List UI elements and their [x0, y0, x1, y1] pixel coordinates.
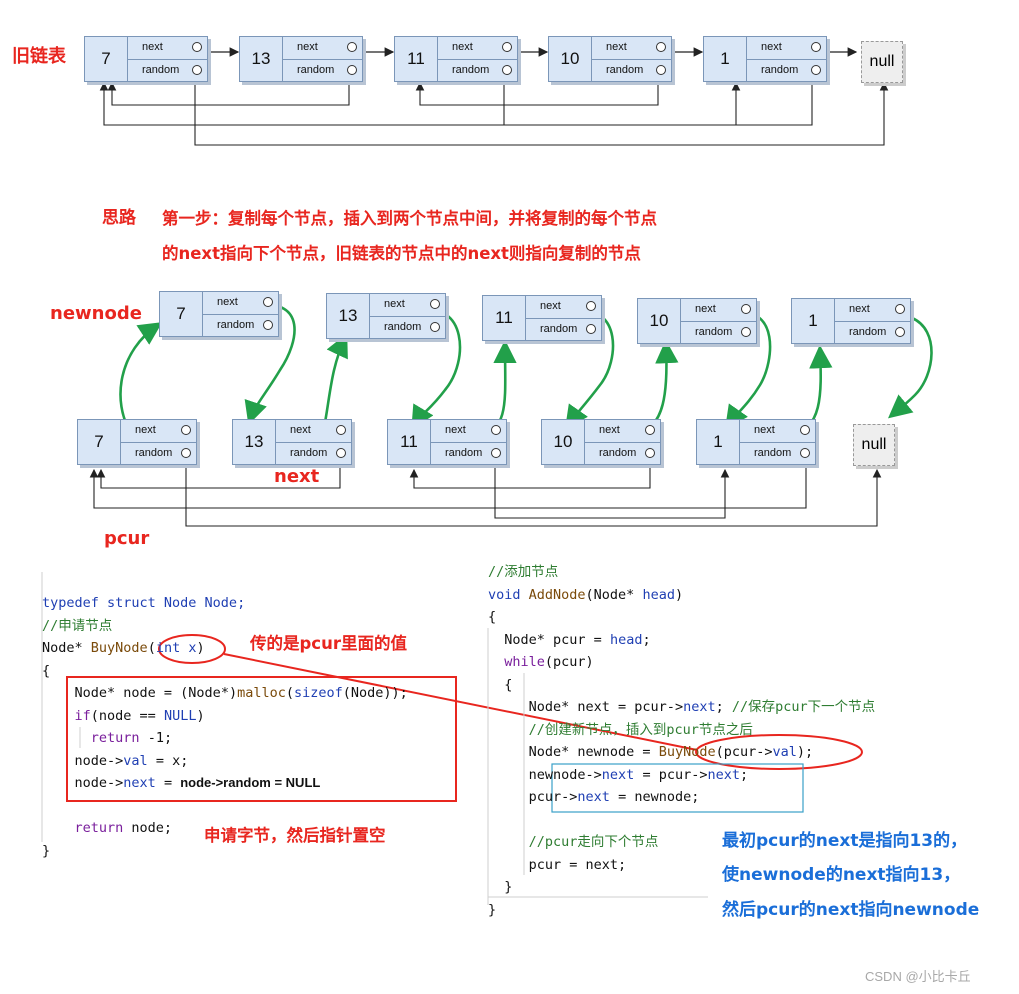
node-value: 13 — [233, 420, 276, 464]
newnode-label: newnode — [50, 303, 142, 324]
watermark: CSDN @小比卡丘 — [865, 969, 971, 984]
random-field: random — [431, 441, 506, 465]
node-value: 7 — [85, 37, 128, 81]
node-value: 7 — [78, 420, 121, 464]
copy-list-random-arrows — [89, 464, 882, 527]
next-field: next — [283, 37, 362, 59]
node-value: 10 — [638, 299, 681, 343]
random-field: random — [438, 58, 517, 82]
node-value: 11 — [395, 37, 438, 81]
next-field: next — [740, 420, 815, 442]
next-field: next — [370, 294, 445, 316]
pass-pcur-note: 传的是pcur里面的值 — [250, 634, 407, 653]
random-field: random — [747, 58, 826, 82]
node-value: 13 — [240, 37, 283, 81]
node-value: 13 — [327, 294, 370, 338]
code-right: //添加节点 void AddNode(Node* head) { Node* … — [488, 564, 876, 918]
red-annotations — [66, 634, 863, 802]
random-field: random — [283, 58, 362, 82]
step1-line1: 第一步：复制每个节点，插入到两个节点中间，并将复制的每个节点 — [162, 209, 657, 228]
random-field: random — [526, 317, 601, 341]
next-field: next — [747, 37, 826, 59]
pcur-label: pcur — [104, 528, 150, 549]
explain-line-1: 最初pcur的next是指向13的， — [722, 831, 968, 851]
alloc-note: 申请字节，然后指针置空 — [204, 826, 386, 845]
step1-line2: 的next指向下个节点，旧链表的节点中的next则指向复制的节点 — [162, 244, 641, 263]
next-field: next — [431, 420, 506, 442]
node-value: 11 — [388, 420, 431, 464]
next-field: next — [835, 299, 910, 321]
code-line: typedef struct Node Node; — [42, 595, 246, 611]
next-field: next — [592, 37, 671, 59]
random-field: random — [128, 58, 207, 82]
next-field: next — [585, 420, 660, 442]
random-field: random — [585, 441, 660, 465]
old-list-random-arrows — [99, 78, 889, 146]
random-field: random — [276, 441, 351, 465]
explain-line-3: 然后pcur的next指向newnode — [722, 900, 980, 920]
param-int-x: int x — [155, 640, 197, 656]
random-field: random — [592, 58, 671, 82]
random-field: random — [121, 441, 196, 465]
old-list-label: 旧链表 — [12, 46, 66, 67]
next-field: next — [128, 37, 207, 59]
random-field: random — [203, 313, 278, 337]
code-guides — [41, 572, 708, 905]
random-field: random — [740, 441, 815, 465]
random-field: random — [370, 315, 445, 339]
random-field: random — [681, 320, 756, 344]
explain-line-2: 使newnode的next指向13， — [722, 865, 961, 885]
node-value: 10 — [549, 37, 592, 81]
next-field: next — [203, 292, 278, 314]
node-value: 1 — [704, 37, 747, 81]
next-field: next — [276, 420, 351, 442]
next-label: next — [274, 466, 320, 487]
next-field: next — [526, 296, 601, 318]
next-field: next — [681, 299, 756, 321]
node-value: 10 — [542, 420, 585, 464]
null-node: null — [861, 41, 903, 83]
next-field: next — [438, 37, 517, 59]
node-value: 7 — [160, 292, 203, 336]
node-value: 11 — [483, 296, 526, 340]
node-value: 1 — [792, 299, 835, 343]
node-value: 1 — [697, 420, 740, 464]
random-field: random — [835, 320, 910, 344]
code-comment: //添加节点 — [488, 564, 559, 580]
null-node-2: null — [853, 424, 895, 466]
next-field: next — [121, 420, 196, 442]
code-comment: //申请节点 — [42, 617, 113, 634]
idea-label: 思路 — [102, 208, 136, 228]
code-left: typedef struct Node Node; //申请节点 Node* B… — [42, 595, 408, 859]
